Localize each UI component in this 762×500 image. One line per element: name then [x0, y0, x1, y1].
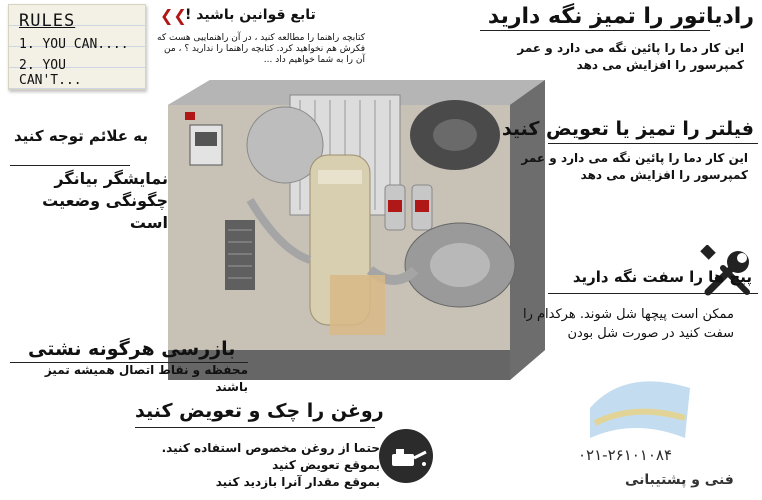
filter-title: فیلتر را تمیز یا تعویض کنید	[501, 118, 754, 140]
oil-line-1: حتما از روغن مخصوص استفاده کنید.	[161, 441, 380, 455]
follow-rules-title: تابع قوانین باشید !	[185, 7, 316, 23]
signs-title: به علائم توجه کنید	[13, 127, 148, 145]
rules-title: RULES	[19, 11, 76, 31]
phone-number: ۰۲۱-۲۶۱۰۱۰۸۴	[578, 446, 673, 464]
radiator-title: رادیاتور را تمیز نگه دارید	[487, 4, 754, 29]
chevrons-icon: ❮❮	[160, 6, 187, 25]
rules-note: RULES 1. YOU CAN.... 2. YOU CAN'T...	[8, 4, 146, 90]
rules-line-1: 1. YOU CAN....	[19, 37, 129, 52]
oil-title: روغن را چک و تعویض کنید	[135, 400, 384, 422]
casing-base	[168, 350, 510, 380]
fan	[246, 106, 324, 184]
leak-title: بازرسی هرگونه نشتی	[28, 338, 236, 360]
oil-text: حتما از روغن مخصوص استفاده کنید. بموقع ت…	[160, 440, 380, 491]
brand-logo	[185, 112, 195, 120]
gauge-title: نمایشگر بیانگر چگونگی وضعیت است	[42, 169, 168, 232]
casing-top	[168, 80, 545, 105]
pipe	[366, 265, 419, 285]
bolts-text: ممکن است پیچها شل شوند. هرکدام را سفت کن…	[522, 307, 734, 341]
oil-line-2: بموقع تعویض کنید	[272, 458, 380, 472]
underline-signs	[10, 165, 130, 166]
radiator-text: این کار دما را پائین نگه می دارد و عمر ک…	[517, 41, 744, 72]
casing-right-edge	[510, 80, 545, 380]
company-logo	[590, 381, 690, 438]
bolts-title: پیچ ها را سفت نگه دارید	[572, 268, 752, 286]
support-label: فنی و پشتیبانی	[625, 472, 734, 488]
underline-filter	[548, 143, 758, 144]
filter-text: این کار دما را پائین نگه می دارد و عمر ک…	[521, 151, 748, 182]
oil-line-3: بموقع مقدار آنرا بازدید کنید	[215, 475, 380, 489]
follow-rules-text: کتابچه راهنما را مطالعه کنید ، در آن راه…	[157, 33, 365, 65]
leak-text: محفظه و نقاط اتصال همیشه تمیز باشند	[44, 363, 248, 394]
compressor-illustration	[168, 80, 545, 380]
oil-sump	[330, 275, 385, 335]
pipe-2	[246, 197, 312, 264]
vent-grille	[225, 220, 255, 290]
wrench-icon	[700, 245, 750, 296]
display-screen	[195, 132, 217, 146]
underline-bolts	[548, 293, 758, 294]
rules-line-2: 2. YOU CAN'T...	[19, 58, 82, 88]
underline-leak	[10, 362, 248, 363]
underline-radiator	[480, 30, 710, 31]
oil-can-icon	[379, 429, 433, 483]
underline-oil	[135, 427, 375, 428]
